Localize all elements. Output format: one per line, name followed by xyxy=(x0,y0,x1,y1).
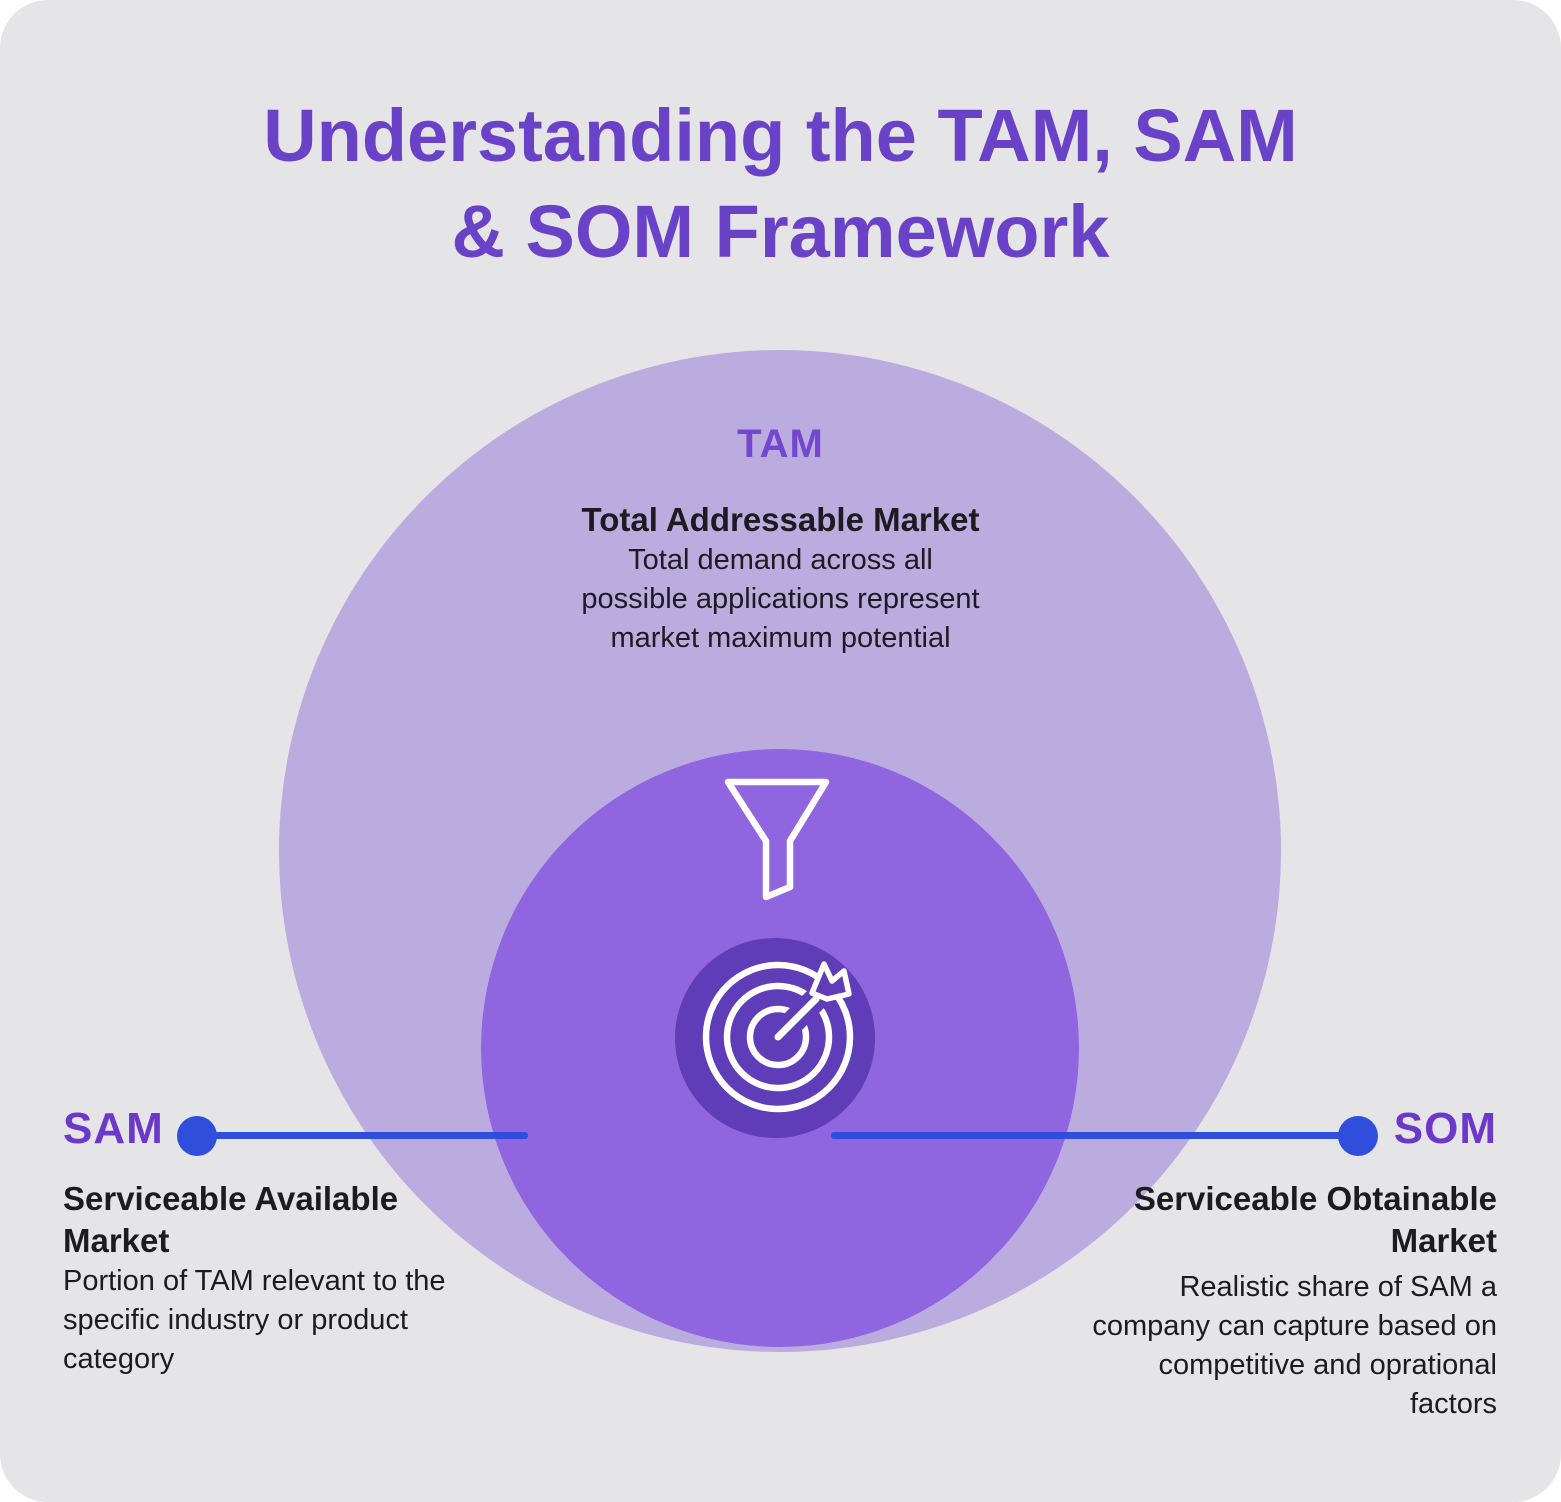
som-description-line-2: company can capture based on xyxy=(1092,1310,1497,1342)
som-connector-dot xyxy=(1338,1116,1378,1156)
target-with-arrow-icon xyxy=(702,961,854,1113)
page-title-line-2: & SOM Framework xyxy=(451,190,1110,273)
sam-heading: Serviceable Available Market xyxy=(63,1178,398,1262)
som-description-line-1: Realistic share of SAM a xyxy=(1179,1271,1497,1303)
som-heading-line-1: Serviceable Obtainable xyxy=(1133,1180,1497,1217)
tam-description: Total demand across all possible applica… xyxy=(0,541,1561,658)
sam-connector-line xyxy=(196,1132,528,1139)
sam-description: Portion of TAM relevant to the specific … xyxy=(63,1262,446,1379)
page-title: Understanding the TAM, SAM & SOM Framewo… xyxy=(0,88,1561,280)
sam-description-line-2: specific industry or product xyxy=(63,1304,408,1336)
tam-label: TAM xyxy=(737,422,824,466)
sam-heading-line-2: Market xyxy=(63,1222,170,1259)
funnel-icon xyxy=(724,778,830,901)
som-heading-line-2: Market xyxy=(1390,1222,1497,1259)
page-title-line-1: Understanding the TAM, SAM xyxy=(263,94,1298,177)
tam-description-line-3: market maximum potential xyxy=(610,622,951,654)
som-label: SOM xyxy=(1393,1104,1497,1153)
sam-description-line-1: Portion of TAM relevant to the xyxy=(63,1265,446,1297)
tam-heading: Total Addressable Market xyxy=(581,501,980,538)
tam-description-line-1: Total demand across all xyxy=(628,544,933,576)
sam-label: SAM xyxy=(63,1104,164,1153)
som-heading: Serviceable Obtainable Market xyxy=(1134,1178,1497,1262)
tam-description-line-2: possible applications represent xyxy=(581,583,980,615)
som-description: Realistic share of SAM a company can cap… xyxy=(1092,1268,1497,1424)
som-connector-line xyxy=(831,1132,1358,1139)
som-description-line-4: factors xyxy=(1409,1388,1497,1420)
sam-heading-line-1: Serviceable Available xyxy=(63,1180,399,1217)
sam-description-line-3: category xyxy=(63,1343,175,1375)
som-description-line-3: competitive and oprational xyxy=(1158,1349,1497,1381)
